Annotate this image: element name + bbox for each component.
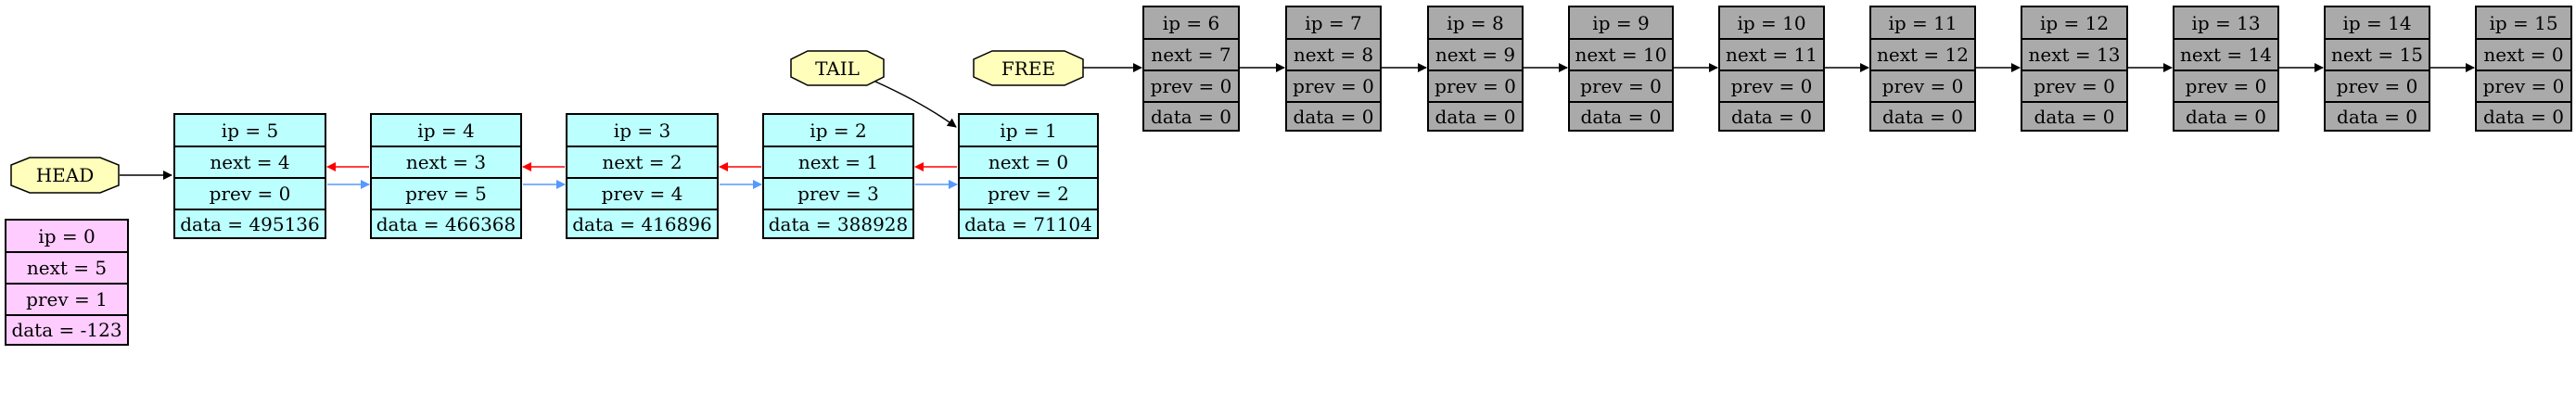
node-ip-2: ip = 2 next = 1 prev = 3 data = 388928	[762, 113, 914, 239]
node-ip-0: ip = 0 next = 5 prev = 1 data = -123	[5, 219, 129, 346]
node-5-prev-field: prev = 0	[175, 177, 325, 209]
tail-to-node-1-edge	[874, 81, 957, 128]
node-7-next-field: next = 8	[1287, 38, 1380, 70]
node-ip-7: ip = 7 next = 8 prev = 0 data = 0	[1285, 6, 1382, 132]
node-6-next-field: next = 7	[1144, 38, 1238, 70]
node-3-next-field: next = 2	[567, 146, 717, 177]
node-ip-1: ip = 1 next = 0 prev = 2 data = 71104	[958, 113, 1099, 239]
node-15-prev-field: prev = 0	[2477, 70, 2570, 101]
node-15-ip-field: ip = 15	[2489, 11, 2558, 34]
node-0-next-field: next = 5	[6, 251, 127, 283]
node-13-ip-field: ip = 13	[2191, 11, 2261, 34]
node-10-prev-field: prev = 0	[1720, 70, 1823, 101]
node-12-next-field: next = 13	[2022, 38, 2126, 70]
node-11-data-field: data = 0	[1871, 101, 1974, 130]
node-ip-12: ip = 12 next = 13 prev = 0 data = 0	[2021, 6, 2128, 132]
head-pointer-shape	[10, 157, 120, 194]
tail-pointer-shape	[790, 50, 885, 86]
node-13-data-field: data = 0	[2174, 101, 2277, 130]
node-ip-8: ip = 8 next = 9 prev = 0 data = 0	[1427, 6, 1524, 132]
node-14-next-field: next = 15	[2326, 38, 2429, 70]
node-10-data-field: data = 0	[1720, 101, 1823, 130]
node-7-ip-field: ip = 7	[1305, 11, 1362, 34]
node-11-next-field: next = 12	[1871, 38, 1974, 70]
node-3-prev-field: prev = 4	[567, 177, 717, 209]
node-1-ip-field: ip = 1	[1000, 119, 1057, 142]
node-5-ip-field: ip = 5	[221, 119, 279, 142]
node-6-data-field: data = 0	[1144, 101, 1238, 130]
node-8-data-field: data = 0	[1429, 101, 1522, 130]
node-ip-10: ip = 10 next = 11 prev = 0 data = 0	[1718, 6, 1825, 132]
node-14-ip-field: ip = 14	[2342, 11, 2412, 34]
node-5-next-field: next = 4	[175, 146, 325, 177]
node-0-data-field: data = -123	[6, 314, 127, 344]
node-ip-5: ip = 5 next = 4 prev = 0 data = 495136	[173, 113, 326, 239]
node-12-ip-field: ip = 12	[2039, 11, 2110, 34]
node-1-prev-field: prev = 2	[960, 177, 1097, 209]
node-9-next-field: next = 10	[1570, 38, 1672, 70]
node-7-prev-field: prev = 0	[1287, 70, 1380, 101]
node-10-next-field: next = 11	[1720, 38, 1823, 70]
node-3-data-field: data = 416896	[567, 209, 717, 237]
node-ip-14: ip = 14 next = 15 prev = 0 data = 0	[2324, 6, 2430, 132]
node-ip-15: ip = 15 next = 0 prev = 0 data = 0	[2475, 6, 2572, 132]
node-ip-9: ip = 9 next = 10 prev = 0 data = 0	[1568, 6, 1674, 132]
node-8-prev-field: prev = 0	[1429, 70, 1522, 101]
node-15-next-field: next = 0	[2477, 38, 2570, 70]
node-7-data-field: data = 0	[1287, 101, 1380, 130]
free-pointer-shape	[973, 50, 1084, 86]
node-8-next-field: next = 9	[1429, 38, 1522, 70]
node-ip-6: ip = 6 next = 7 prev = 0 data = 0	[1142, 6, 1240, 132]
node-5-data-field: data = 495136	[175, 209, 325, 237]
node-12-prev-field: prev = 0	[2022, 70, 2126, 101]
node-3-ip-field: ip = 3	[613, 119, 671, 142]
node-2-prev-field: prev = 3	[764, 177, 912, 209]
node-4-data-field: data = 466368	[372, 209, 520, 237]
node-13-prev-field: prev = 0	[2174, 70, 2277, 101]
node-6-prev-field: prev = 0	[1144, 70, 1238, 101]
node-14-prev-field: prev = 0	[2326, 70, 2429, 101]
node-11-ip-field: ip = 11	[1888, 11, 1958, 34]
node-15-data-field: data = 0	[2477, 101, 2570, 130]
node-9-data-field: data = 0	[1570, 101, 1672, 130]
node-14-data-field: data = 0	[2326, 101, 2429, 130]
node-0-prev-field: prev = 1	[6, 283, 127, 314]
node-2-data-field: data = 388928	[764, 209, 912, 237]
node-13-next-field: next = 14	[2174, 38, 2277, 70]
node-9-ip-field: ip = 9	[1592, 11, 1650, 34]
node-ip-11: ip = 11 next = 12 prev = 0 data = 0	[1869, 6, 1976, 132]
node-4-prev-field: prev = 5	[372, 177, 520, 209]
node-4-ip-field: ip = 4	[417, 119, 475, 142]
node-11-prev-field: prev = 0	[1871, 70, 1974, 101]
node-4-next-field: next = 3	[372, 146, 520, 177]
node-12-data-field: data = 0	[2022, 101, 2126, 130]
node-ip-3: ip = 3 next = 2 prev = 4 data = 416896	[566, 113, 719, 239]
node-8-ip-field: ip = 8	[1447, 11, 1504, 34]
node-1-data-field: data = 71104	[960, 209, 1097, 237]
node-9-prev-field: prev = 0	[1570, 70, 1672, 101]
node-2-next-field: next = 1	[764, 146, 912, 177]
node-6-ip-field: ip = 6	[1162, 11, 1220, 34]
node-2-ip-field: ip = 2	[810, 119, 867, 142]
node-0-ip-field: ip = 0	[38, 224, 96, 247]
node-ip-4: ip = 4 next = 3 prev = 5 data = 466368	[370, 113, 522, 239]
node-10-ip-field: ip = 10	[1737, 11, 1806, 34]
node-1-next-field: next = 0	[960, 146, 1097, 177]
node-ip-13: ip = 13 next = 14 prev = 0 data = 0	[2173, 6, 2279, 132]
